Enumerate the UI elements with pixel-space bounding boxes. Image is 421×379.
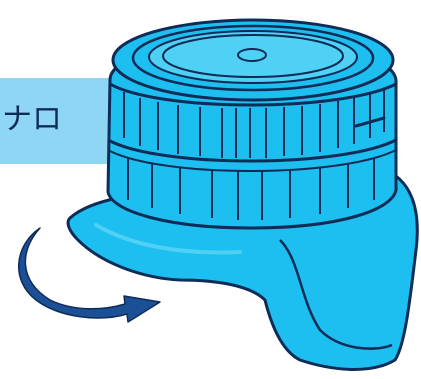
rotation-arrow-body — [19, 228, 160, 322]
